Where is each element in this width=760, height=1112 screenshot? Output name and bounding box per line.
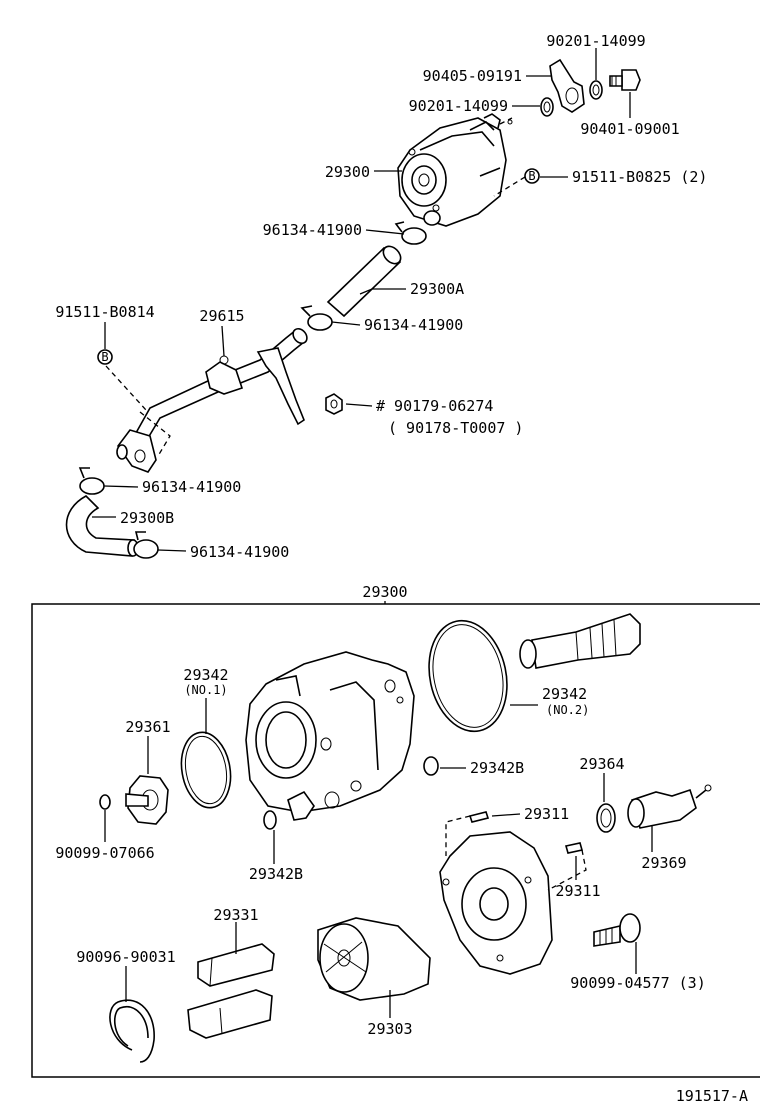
vane-part [187, 943, 275, 1039]
label-washer-top: 90201-14099 [546, 32, 645, 50]
pump-housing-part [245, 651, 415, 821]
label-o-ring-no2: 29342 [542, 685, 587, 703]
label-washer-mid: 90201-14099 [409, 97, 508, 115]
banjo-bolt-part [609, 69, 641, 91]
pin-lower-part [564, 842, 584, 854]
hose-clamp-3-part [78, 467, 105, 495]
hose-a-part [326, 245, 402, 318]
label-pump-assy: 29300 [325, 163, 370, 181]
bolt-part [593, 913, 641, 947]
label-clamp-2: 96134-41900 [364, 316, 463, 334]
washer-mid-part [540, 97, 554, 117]
hose-clamp-2-part [300, 305, 333, 331]
drive-shaft-part [519, 613, 641, 669]
small-ring-part [99, 794, 111, 810]
label-o-ring-b-right: 29342B [470, 759, 524, 777]
rotor-shaft-part [125, 775, 169, 825]
label-o-ring-no1-sub: (NO.1) [184, 683, 227, 697]
label-bolt: 90099-04577 (3) [570, 974, 705, 992]
label-small-ring: 90099-07066 [55, 844, 154, 862]
o-ring-b-right-part [423, 756, 439, 776]
label-banjo-bolt: 90401-09001 [580, 120, 679, 138]
label-pipe: 29615 [199, 307, 244, 325]
seal-part [596, 803, 616, 833]
svg-text:B: B [101, 350, 108, 364]
label-bolt-b-qty: 91511-B0825 (2) [572, 168, 707, 186]
union-fitting-part [549, 58, 585, 113]
bolt-b-marker-upper: B [524, 168, 540, 184]
label-clamp-4: 96134-41900 [190, 543, 289, 561]
rotor-part [317, 917, 431, 1001]
vacuum-pipe-part [116, 327, 308, 473]
o-ring-b-lower-part [263, 810, 277, 830]
label-o-ring-no2-sub: (NO.2) [546, 703, 589, 717]
label-rotor: 29303 [367, 1020, 412, 1038]
snap-ring-part [109, 999, 155, 1063]
figure-reference-id: 191517-A [676, 1087, 748, 1105]
label-nut: # 90179-06274 [376, 397, 493, 415]
label-snap-ring: 90096-90031 [76, 948, 175, 966]
o-ring-no2-part [428, 619, 508, 733]
end-plate-part [439, 831, 553, 975]
label-pin-lower: 29311 [555, 882, 600, 900]
label-bolt-b: 91511-B0814 [55, 303, 154, 321]
nut-part [325, 393, 343, 415]
svg-text:B: B [528, 169, 535, 183]
pump-assembly-upper-part [397, 113, 513, 227]
label-seal: 29364 [579, 755, 624, 773]
label-hose-b: 29300B [120, 509, 174, 527]
pin-upper-part [468, 811, 490, 823]
label-nut-alt: ( 90178-T0007 ) [388, 419, 523, 437]
o-ring-no1-part [180, 731, 232, 809]
exploded-view-frame [31, 603, 760, 1078]
label-vane: 29331 [213, 906, 258, 924]
check-valve-part [627, 784, 712, 829]
label-union-bolt: 90405-09191 [423, 67, 522, 85]
label-hose-a: 29300A [410, 280, 464, 298]
label-check-valve: 29369 [641, 854, 686, 872]
label-box-title: 29300 [362, 583, 407, 601]
label-pin-upper: 29311 [524, 805, 569, 823]
label-clamp-1: 96134-41900 [263, 221, 362, 239]
label-o-ring-no1: 29342 [183, 666, 228, 684]
label-o-ring-b-lower: 29342B [249, 865, 303, 883]
label-rotor-shaft: 29361 [125, 718, 170, 736]
bolt-b-marker-left: B [97, 349, 113, 365]
washer-top-part [589, 80, 603, 100]
hose-clamp-4-part [133, 531, 159, 559]
hose-clamp-1-part [394, 221, 427, 245]
label-clamp-3: 96134-41900 [142, 478, 241, 496]
